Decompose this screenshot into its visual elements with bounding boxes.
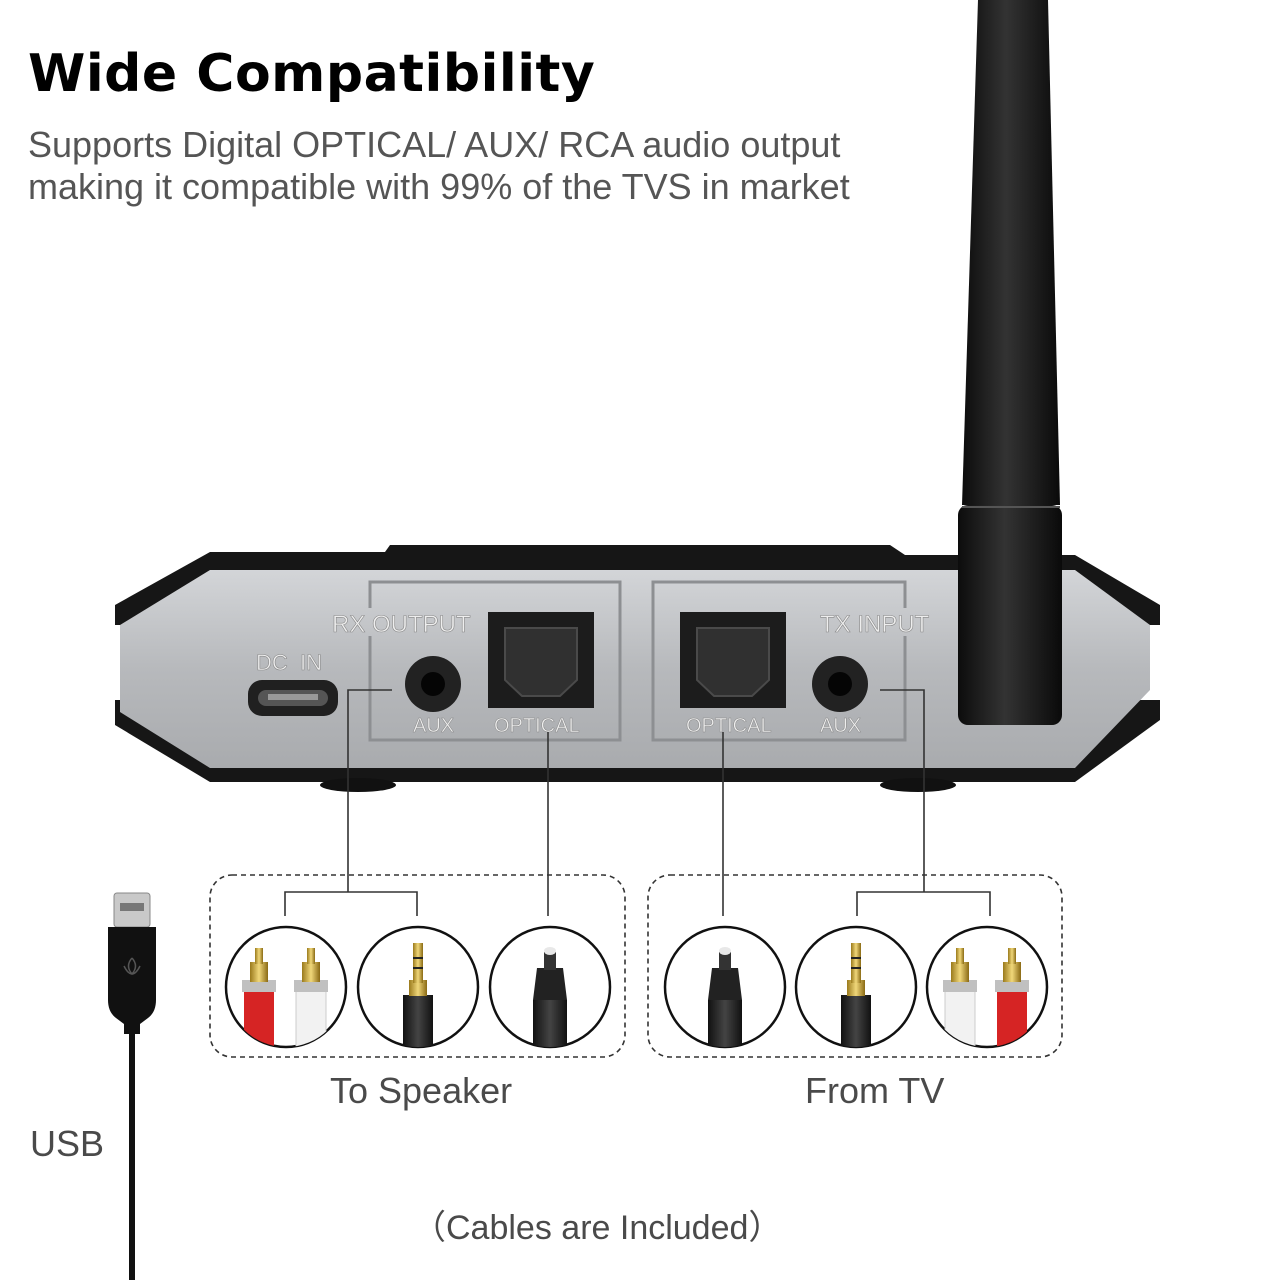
antenna-rod — [962, 0, 1060, 505]
from-tv-caption: From TV — [805, 1070, 945, 1111]
rx-output-label: RX OUTPUT — [332, 611, 471, 638]
subtitle-line-1: Supports Digital OPTICAL/ AUX/ RCA audio… — [28, 124, 841, 165]
rca-cable-speaker — [224, 925, 348, 1049]
micro-usb-housing — [108, 927, 156, 1034]
rx-aux-label: AUX — [413, 715, 454, 737]
usb-cable — [108, 892, 156, 1280]
subtitle-line-2: making it compatible with 99% of the TVS… — [28, 166, 850, 207]
tx-input-label: TX INPUT — [820, 611, 930, 638]
rx-aux-jack-hole — [421, 672, 445, 696]
tx-aux-jack-hole — [828, 672, 852, 696]
tx-optical-port-shutter — [696, 627, 770, 697]
page-title: Wide Compatibility — [28, 44, 596, 104]
antenna — [958, 0, 1062, 725]
device-front-panel — [120, 570, 1150, 768]
rx-output-frame — [368, 580, 622, 742]
tx-input-frame — [651, 580, 907, 742]
antenna-base — [958, 505, 1062, 725]
tx-aux-label: AUX — [820, 715, 861, 737]
to-speaker-caption: To Speaker — [330, 1070, 513, 1111]
device-foot-left — [320, 778, 396, 792]
transmitter-device: DC IN RX OUTPUT AUX OPTICAL TX INPUT OPT… — [115, 0, 1160, 792]
optical-cable-speaker — [488, 925, 612, 1049]
device-foot-right — [880, 778, 956, 792]
rca-cable-tv — [925, 925, 1049, 1049]
aux-cable-speaker — [356, 925, 480, 1049]
usb-caption: USB — [30, 1123, 105, 1164]
tx-optical-label: OPTICAL — [686, 715, 772, 737]
optical-cable-tv — [663, 925, 787, 1049]
rca-plug-red — [244, 988, 274, 1047]
micro-usb-port-tongue — [268, 694, 318, 700]
dc-in-label: DC IN — [256, 650, 322, 675]
connector-lines — [284, 689, 991, 916]
cables-included-note: （Cables are Included） — [412, 1209, 783, 1247]
from-tv-group-box — [647, 874, 1063, 1058]
brand-logo-icon — [123, 957, 141, 976]
rca-plug-white — [295, 987, 327, 1047]
aux-cable-tv — [794, 925, 918, 1049]
rx-optical-label: OPTICAL — [494, 715, 580, 737]
rx-optical-port-shutter — [504, 627, 578, 697]
